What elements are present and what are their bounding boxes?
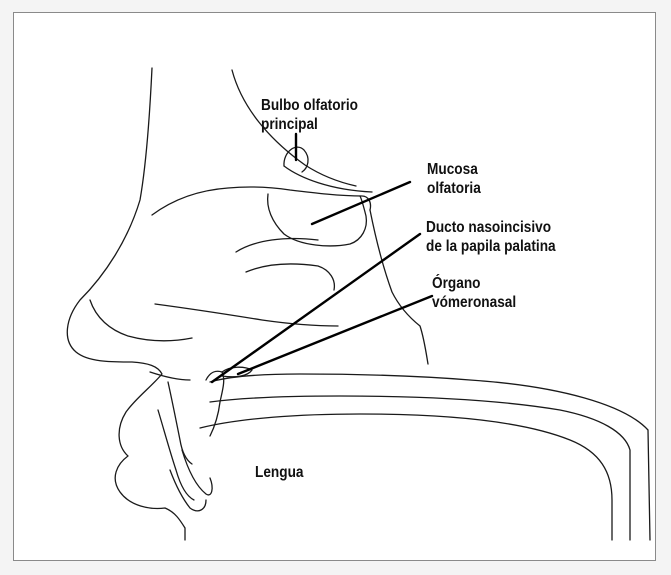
- label-ducto-nasoincisivo: Ducto nasoincisivo de la papila palatina: [426, 218, 556, 256]
- label-mucosa-line2: olfatoria: [427, 179, 481, 198]
- middle-turbinate: [246, 264, 334, 290]
- label-mucosa-line1: Mucosa: [427, 160, 481, 179]
- label-bulbo-line1: Bulbo olfatorio: [261, 96, 358, 115]
- lower-incisor: [170, 470, 206, 511]
- nostril-outline: [90, 300, 192, 341]
- lower-turbinate: [155, 304, 338, 326]
- label-mucosa-olfatoria: Mucosa olfatoria: [427, 160, 481, 198]
- olfactory-mucosa-region: [268, 194, 367, 246]
- mucosa-leader: [312, 182, 410, 224]
- hard-palate-upper: [210, 374, 650, 540]
- label-organo-vomeronasal: Órgano vómeronasal: [432, 274, 516, 312]
- lip-line: [150, 372, 190, 380]
- nasal-cavity-roof: [152, 187, 371, 215]
- label-organo-line1: Órgano: [432, 274, 516, 293]
- upper-incisor: [168, 382, 192, 464]
- organo-leader: [238, 296, 432, 374]
- ducto-leader: [212, 234, 420, 382]
- label-lengua: Lengua: [255, 463, 304, 482]
- incisor-detail-2: [182, 450, 212, 495]
- face-profile-outline: [67, 68, 185, 540]
- label-ducto-line2: de la papila palatina: [426, 237, 556, 256]
- cribriform-line: [284, 166, 372, 192]
- incisor-detail-1: [158, 410, 194, 500]
- label-bulbo-olfatorio: Bulbo olfatorio principal: [261, 96, 358, 134]
- label-organo-line2: vómeronasal: [432, 293, 516, 312]
- label-bulbo-line2: principal: [261, 115, 358, 134]
- upper-turbinate: [236, 239, 318, 253]
- label-ducto-line1: Ducto nasoincisivo: [426, 218, 556, 237]
